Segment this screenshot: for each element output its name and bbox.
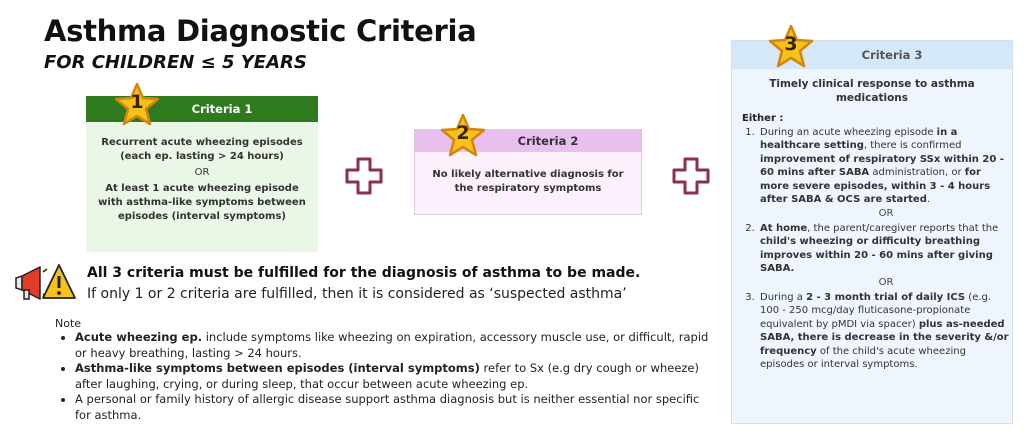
item3-text-a: During a [760, 291, 807, 303]
item1-text-a: During an acute wheezing episode [760, 127, 937, 138]
suspected-statement: If only 1 or 2 criteria are fulfilled, t… [87, 286, 627, 302]
criteria-1-or: OR [194, 167, 210, 178]
criteria-3-timely: Timely clinical response to asthma medic… [769, 78, 975, 104]
criteria-1-line2: At least 1 acute wheezing episode with a… [98, 183, 306, 222]
plus-icon [671, 156, 711, 196]
item3-text-e: of the child's acute wheezing episodes o… [760, 345, 966, 370]
note2-bold: Asthma-like symptoms between episodes (i… [75, 361, 480, 376]
criteria-3-or-a: OR [878, 208, 894, 220]
criteria-1-box: Criteria 1 Recurrent acute wheezing epis… [86, 96, 318, 252]
star-icon: 1 [114, 82, 160, 128]
note3-text: A personal or family history of allergic… [75, 392, 700, 422]
item2-text-b: , the parent/caregiver reports that the [807, 222, 999, 234]
page-title: Asthma Diagnostic Criteria [44, 14, 477, 48]
item1-text-d: improvement of respiratory SSx within 20… [760, 153, 1004, 179]
note2-text: refer to Sx (e.g dry cough or wheeze) af… [75, 361, 699, 391]
criteria-3-or-b: OR [878, 277, 894, 289]
item1-text-c: , there is confirmed [863, 140, 962, 152]
item3-text-c: (e.g. 100 - 250 mcg/day fluticasone-prop… [760, 291, 992, 330]
requirement-statement: All 3 criteria must be fulfilled for the… [87, 265, 641, 281]
item1-text-e: administration, or [869, 167, 965, 179]
criteria-3-number: 3 [784, 33, 798, 55]
list-item: Acute wheezing ep. include symptoms like… [75, 330, 715, 361]
item3-text-b: 2 - 3 month trial of daily ICS [806, 291, 966, 303]
criteria-1-number: 1 [130, 91, 144, 113]
plus-icon [344, 156, 384, 196]
page-subtitle: FOR CHILDREN ≤ 5 YEARS [44, 52, 307, 73]
item3-text-d: plus as-needed SABA, there is decrease i… [760, 318, 1009, 357]
item1-text-g: . [926, 194, 931, 206]
megaphone-warning-icon [14, 262, 76, 304]
criteria-3-list: During an acute wheezing episode in a he… [732, 126, 1012, 371]
criteria-1-body: Recurrent acute wheezing episodes (each … [86, 122, 318, 224]
list-item: Asthma-like symptoms between episodes (i… [75, 361, 715, 392]
criteria-1-line1: Recurrent acute wheezing episodes (each … [101, 137, 303, 162]
star-icon: 3 [768, 24, 814, 70]
criteria-3-box: Criteria 3 Timely clinical response to a… [731, 40, 1013, 424]
note1-bold: Acute wheezing ep. [75, 330, 203, 344]
criteria-2-number: 2 [456, 122, 470, 144]
list-item: A personal or family history of allergic… [75, 392, 715, 423]
star-icon: 2 [440, 113, 486, 159]
notes-list: Acute wheezing ep. include symptoms like… [57, 330, 715, 424]
item2-text-a: At home [760, 222, 808, 234]
list-item: At home, the parent/caregiver reports th… [758, 222, 1012, 290]
item1-text-f: for more severe episodes, within 3 - 4 h… [760, 167, 991, 206]
item1-text-b: in a healthcare setting [760, 127, 958, 152]
list-item: During a 2 - 3 month trial of daily ICS … [758, 291, 1012, 371]
item2-text-c: child's wheezing or difficulty breathing… [760, 236, 993, 275]
note1-text: include symptoms like wheezing on expira… [75, 330, 709, 360]
criteria-2-body: No likely alternative diagnosis for the … [432, 169, 624, 194]
criteria-3-either: Either : [742, 113, 784, 124]
list-item: During an acute wheezing episode in a he… [758, 126, 1012, 221]
note-label: Note [55, 317, 82, 330]
